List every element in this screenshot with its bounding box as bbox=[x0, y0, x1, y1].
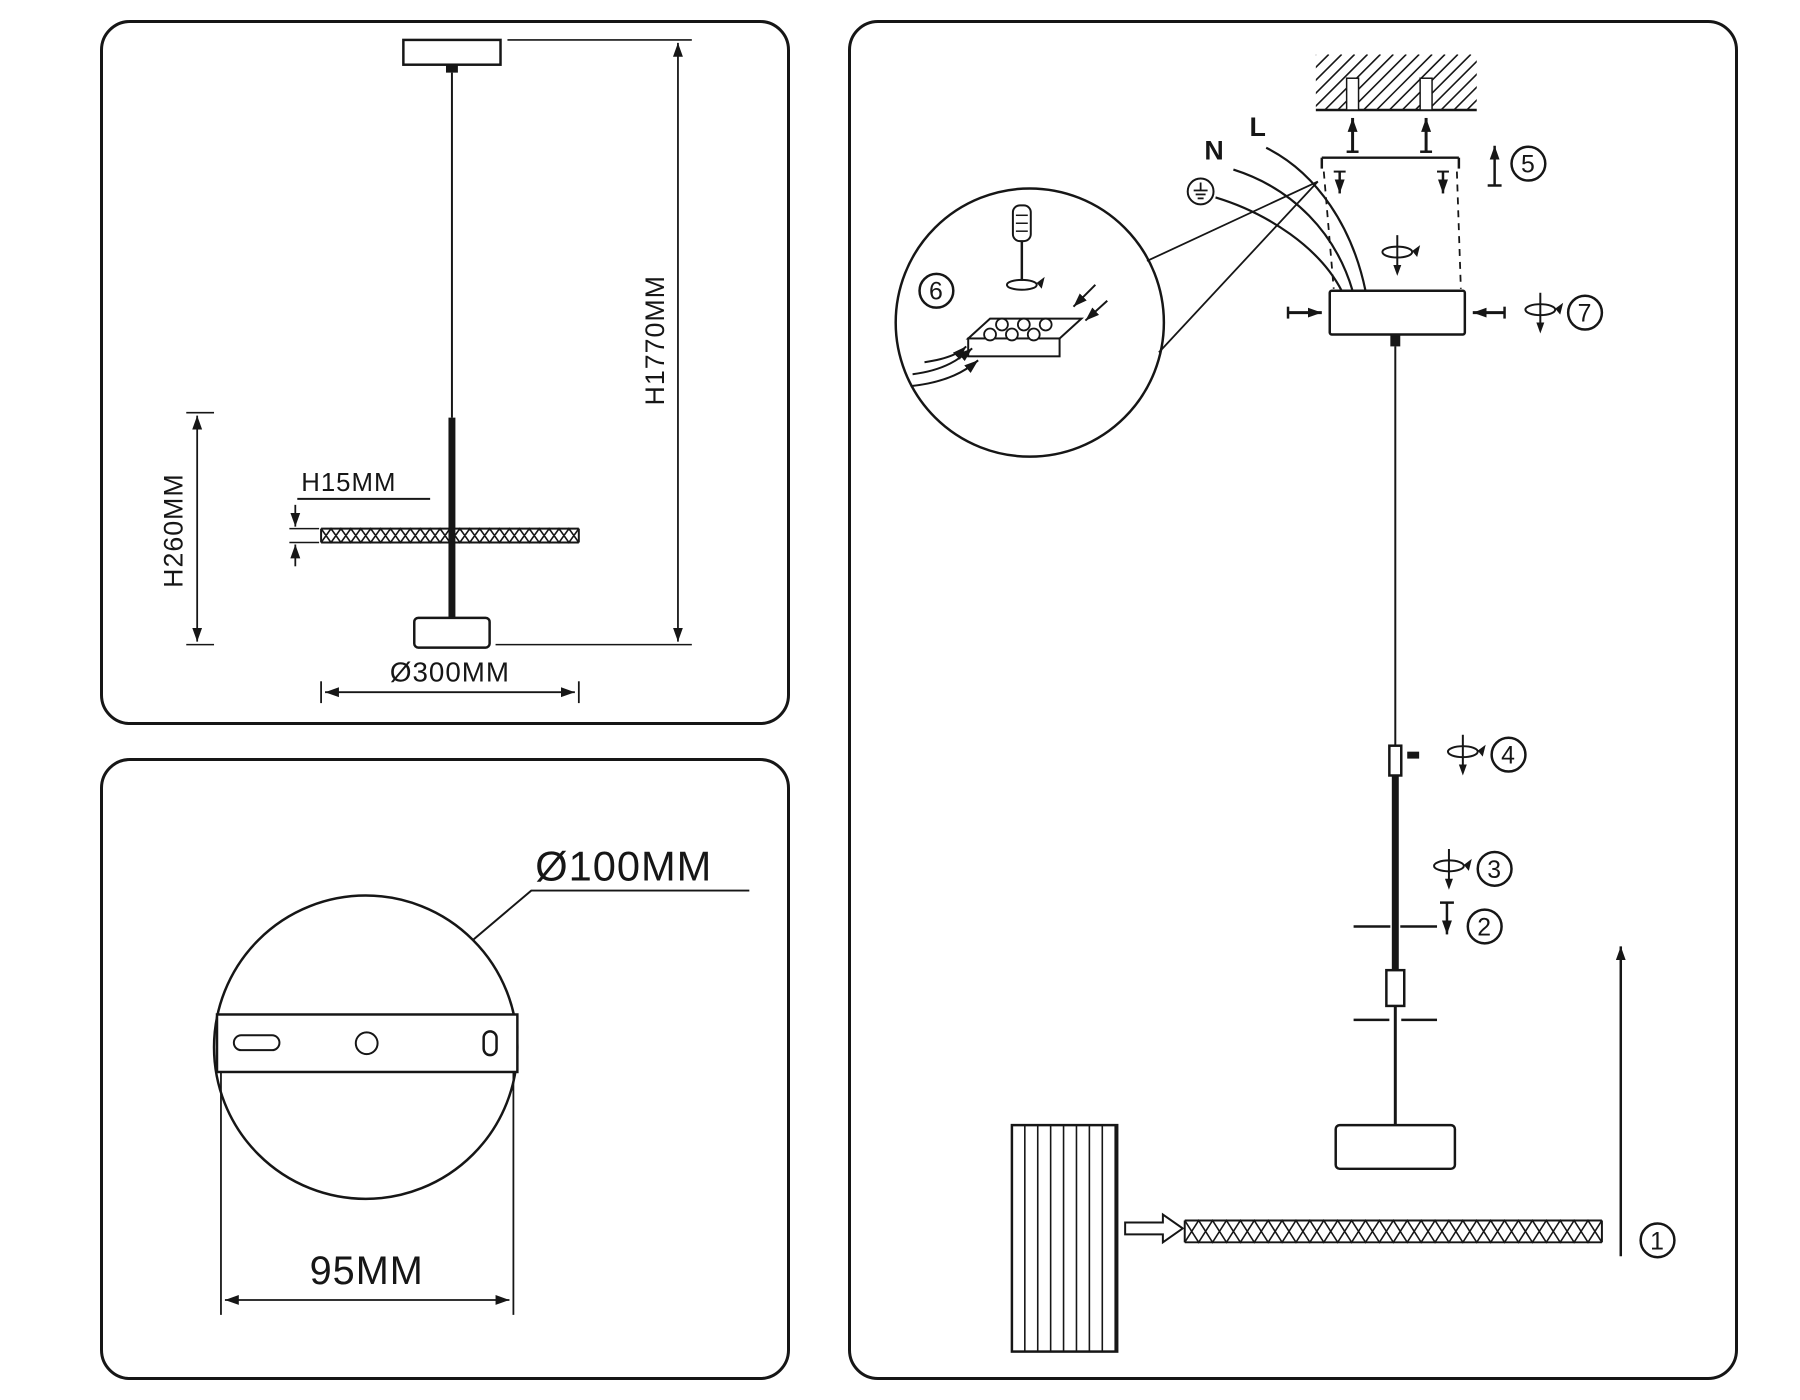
canopy-drawing: Ø100MM 95MM bbox=[212, 843, 750, 1315]
supply-wires bbox=[1215, 146, 1367, 292]
unpack-arrow bbox=[1124, 1212, 1185, 1245]
step5-badge: 5 bbox=[1510, 145, 1547, 182]
dim-height-overall: H1770MM bbox=[495, 39, 692, 646]
dim-shade-diameter: Ø300MM bbox=[320, 656, 580, 704]
dim-label-height-overall: H1770MM bbox=[640, 275, 670, 405]
canopy-detail-panel: Ø100MM 95MM bbox=[100, 758, 790, 1380]
lens-pointer bbox=[1146, 180, 1319, 353]
dimension-drawing: H1770MM H260MM H15MM bbox=[158, 38, 692, 704]
ground-symbol bbox=[1186, 177, 1215, 206]
wire-label-n: N bbox=[1204, 136, 1224, 166]
crystal-disc bbox=[320, 527, 580, 544]
slot-right bbox=[482, 1030, 498, 1057]
svg-text:4: 4 bbox=[1501, 743, 1516, 770]
anchor-screws bbox=[1346, 117, 1433, 153]
center-hole bbox=[354, 1031, 379, 1056]
rod-connector bbox=[1388, 744, 1403, 777]
step2-arrow bbox=[1440, 901, 1454, 935]
rotate-icon-step7 bbox=[1524, 291, 1565, 335]
svg-text:3: 3 bbox=[1487, 857, 1502, 884]
mounting-bracket bbox=[1320, 156, 1462, 289]
wire-label-l: L bbox=[1250, 112, 1267, 142]
svg-text:7: 7 bbox=[1578, 301, 1593, 328]
step7-badge: 7 bbox=[1566, 294, 1604, 331]
dim-label-shade-diameter: Ø300MM bbox=[390, 656, 510, 687]
step1-badge: 1 bbox=[1639, 1222, 1676, 1259]
terminal-block bbox=[910, 284, 1108, 388]
svg-text:2: 2 bbox=[1477, 914, 1492, 941]
dim-hole-spacing: 95MM bbox=[220, 1071, 515, 1315]
step2-badge: 2 bbox=[1466, 908, 1503, 945]
dim-shade-thickness: H15MM bbox=[289, 469, 431, 567]
installation-panel: 5 N L bbox=[848, 20, 1738, 1380]
canopy-body bbox=[1328, 289, 1467, 336]
lamp-cylinder bbox=[413, 616, 491, 649]
dim-canopy-diameter: Ø100MM bbox=[472, 843, 750, 941]
rotate-icon-canopy bbox=[1381, 234, 1422, 277]
canopy-screw-right bbox=[1472, 306, 1506, 319]
canopy-screw-left bbox=[1286, 306, 1322, 319]
svg-text:1: 1 bbox=[1650, 1228, 1665, 1255]
canopy-stem bbox=[1390, 334, 1401, 347]
svg-text:5: 5 bbox=[1521, 152, 1536, 179]
dimension-panel: H1770MM H260MM H15MM bbox=[100, 20, 790, 725]
shade-strip bbox=[1183, 1218, 1603, 1244]
dim-label-shade-thickness: H15MM bbox=[301, 469, 396, 497]
lower-connector bbox=[1385, 968, 1406, 1008]
light-unit bbox=[1334, 1123, 1457, 1171]
step6-badge: 6 bbox=[918, 272, 955, 309]
dim-height-lamp: H260MM bbox=[158, 411, 215, 646]
set-screw bbox=[1407, 751, 1420, 759]
plate-stem bbox=[445, 64, 458, 73]
svg-text:6: 6 bbox=[929, 279, 944, 306]
rotate-icon-step4 bbox=[1446, 733, 1487, 777]
step4-badge: 4 bbox=[1490, 736, 1527, 773]
installation-drawing: 5 N L bbox=[894, 54, 1676, 1353]
slot-left bbox=[232, 1034, 281, 1052]
step3-badge: 3 bbox=[1476, 850, 1513, 887]
package-box bbox=[1010, 1123, 1119, 1353]
pendant-lamp-drawing bbox=[320, 38, 580, 649]
dim-label-hole-spacing: 95MM bbox=[310, 1249, 424, 1293]
dim-label-height-lamp: H260MM bbox=[158, 473, 188, 587]
rotate-icon-step3 bbox=[1433, 847, 1473, 891]
dim-label-canopy-diameter: Ø100MM bbox=[535, 843, 712, 890]
screwdriver bbox=[1005, 204, 1045, 291]
ceiling-plate bbox=[402, 38, 502, 66]
step5-arrow bbox=[1487, 145, 1502, 187]
ceiling-hatch bbox=[1315, 54, 1477, 112]
